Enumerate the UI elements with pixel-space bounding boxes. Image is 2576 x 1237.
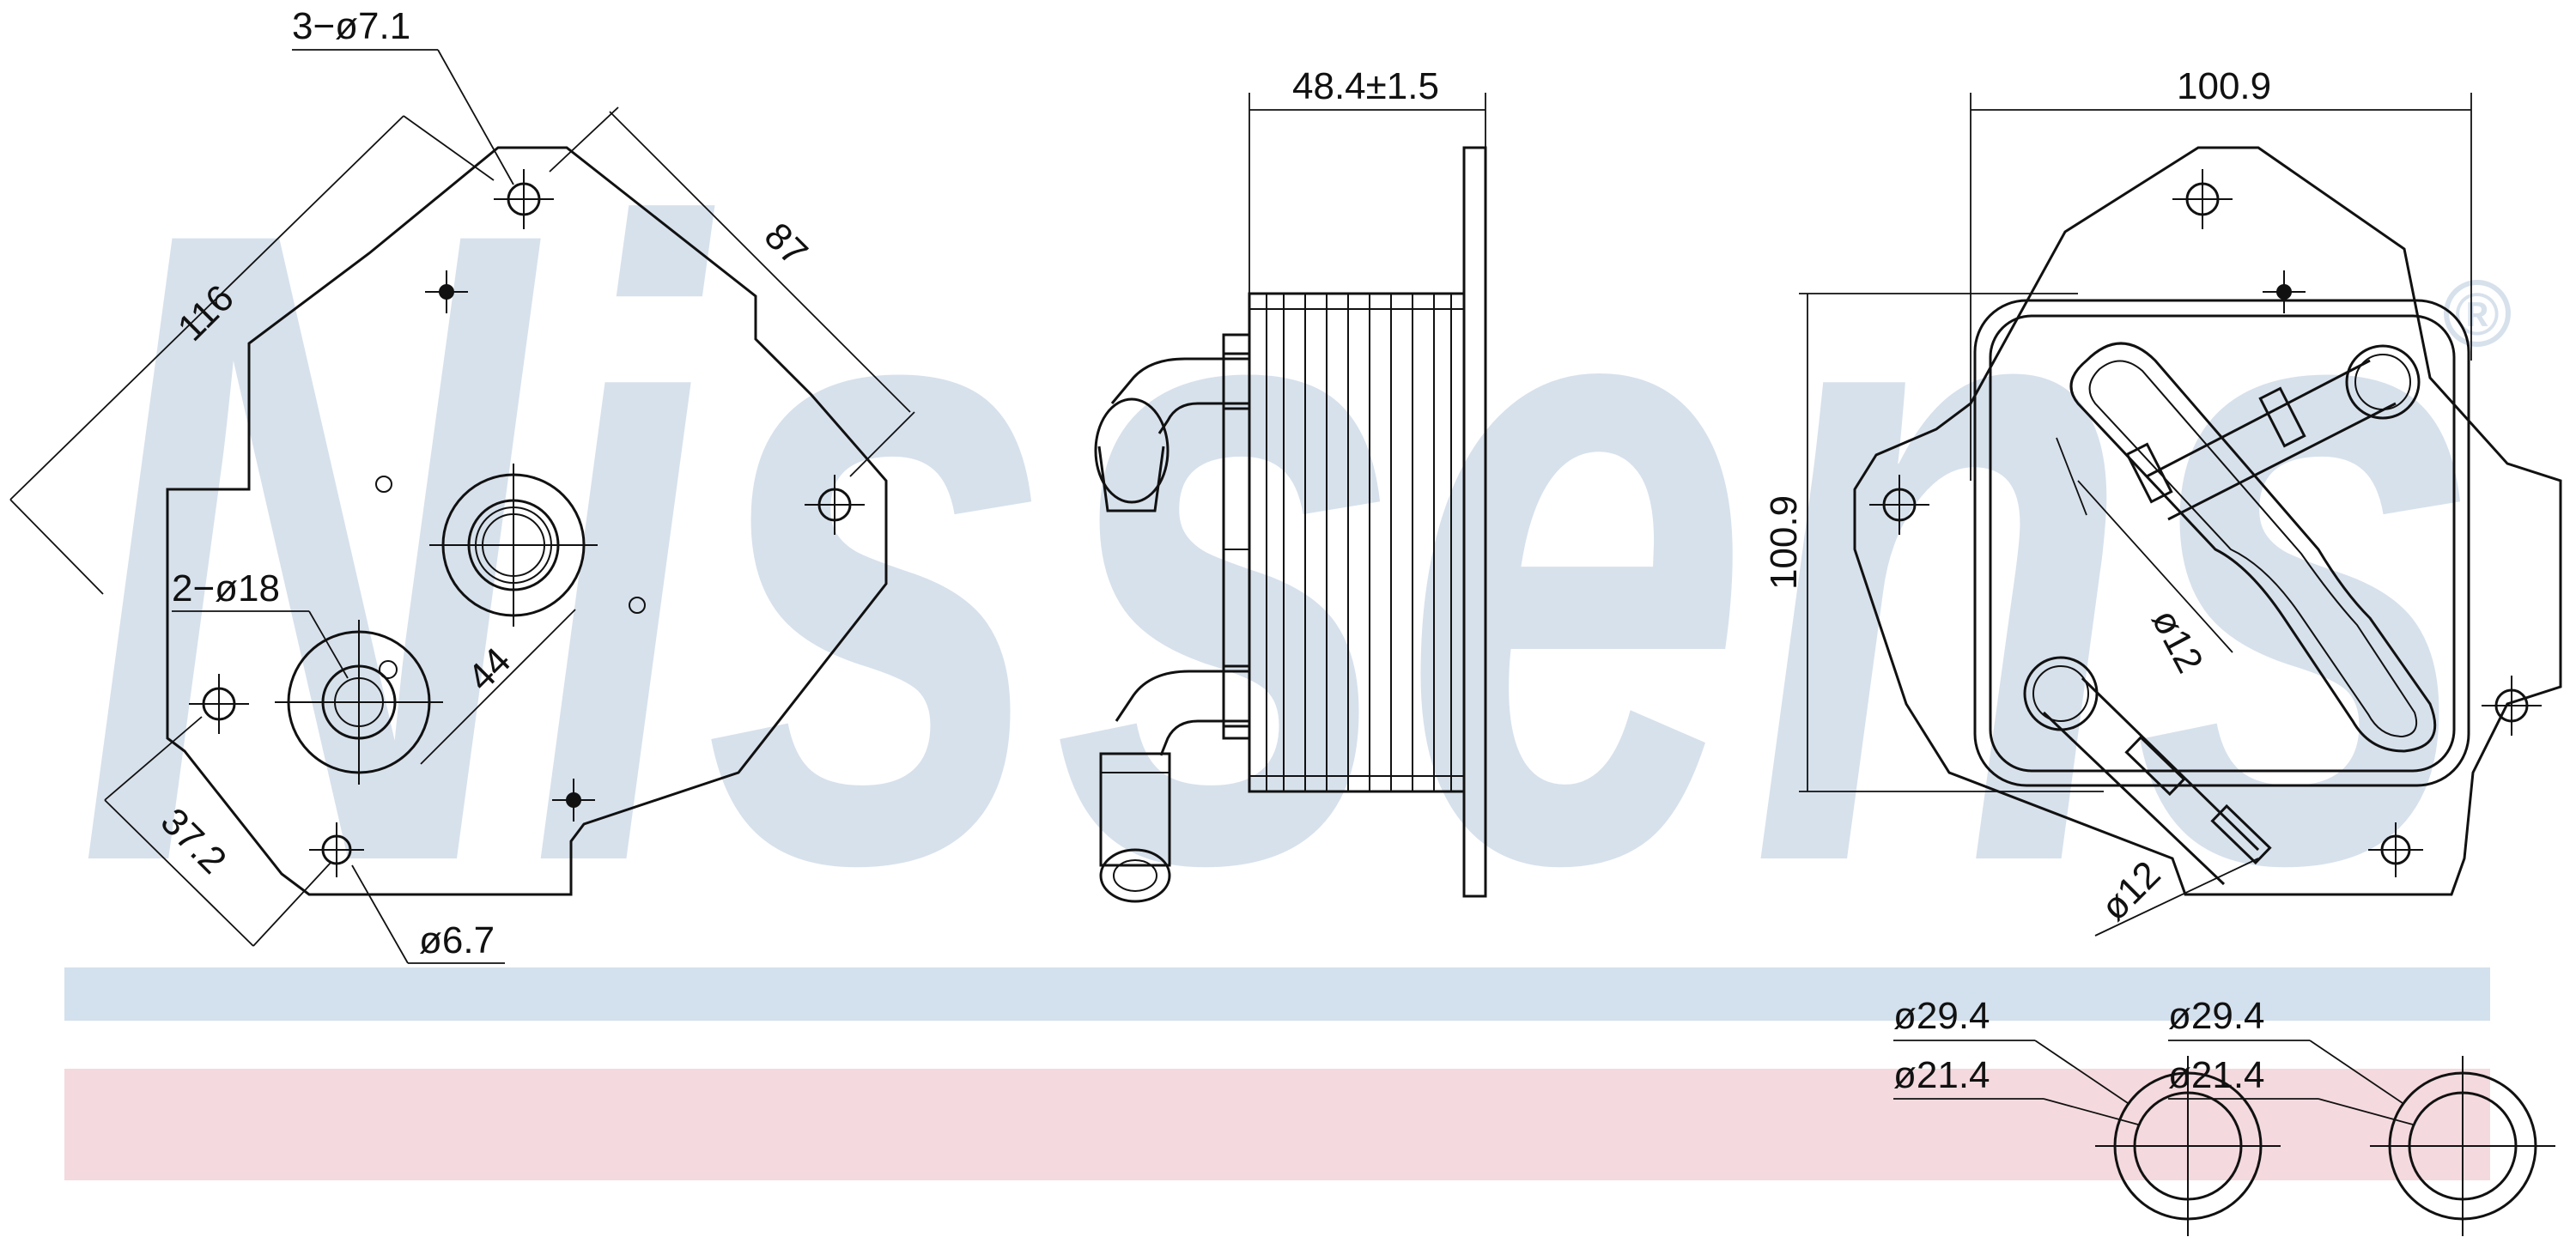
locating-pin-1	[425, 270, 468, 313]
leader-small-hole: ø6.7	[351, 864, 505, 964]
fitting-2: ø29.4 ø21.4	[2168, 995, 2555, 1236]
back-hole-left	[1869, 475, 1929, 535]
width-label: 100.9	[2177, 65, 2271, 107]
side-base	[1222, 333, 1249, 740]
leader-holes: 3−ø7.1	[292, 5, 514, 185]
back-channel	[2069, 342, 2437, 753]
back-core-outer	[1973, 299, 2470, 787]
height-label: 100.9	[1763, 495, 1805, 590]
dim-height: 100.9	[1763, 293, 2104, 792]
small-dot-2	[629, 597, 646, 614]
mount-hole-right	[805, 475, 865, 535]
side-pipe-upper	[1094, 352, 1251, 512]
small-dot-1	[375, 476, 392, 493]
small-hole-bottom	[309, 822, 364, 877]
registered-mark: ®	[2454, 281, 2499, 348]
fitting-1: ø29.4 ø21.4	[1893, 995, 2281, 1236]
band-blue	[64, 967, 2490, 1021]
back-flange	[1853, 146, 2562, 896]
port-lower	[275, 620, 443, 785]
back-hole-bottom	[2368, 822, 2423, 877]
back-hole-top	[2172, 169, 2233, 229]
registered-mark-circle	[2444, 280, 2511, 347]
port-upper	[429, 464, 598, 627]
mount-hole-left	[189, 674, 249, 734]
fitting-2-inner: ø21.4	[2168, 1054, 2265, 1096]
side-pipe-end	[1099, 752, 1171, 867]
back-pipe-lower	[2042, 676, 2272, 886]
ports-label: 2−ø18	[172, 567, 280, 609]
back-channel-inner	[2088, 360, 2418, 738]
leader-ports: 2−ø18	[172, 567, 349, 679]
holes-label: 3−ø7.1	[292, 5, 410, 47]
back-pin	[2263, 270, 2306, 313]
side-pipe-lower	[1099, 664, 1251, 903]
mount-hole-top	[494, 169, 554, 229]
locating-pin-2	[552, 779, 595, 822]
small-hole-label: ø6.7	[419, 919, 495, 961]
side-fins	[1249, 294, 1464, 791]
back-hole-right	[2482, 676, 2542, 736]
dim-depth: 48.4±1.5	[1249, 65, 1486, 294]
fitting-1-outer: ø29.4	[1893, 995, 1990, 1037]
back-pipe-upper	[2125, 359, 2397, 521]
back-core-inner	[1989, 314, 2456, 773]
side-view: 48.4±1.5	[1094, 65, 1487, 903]
depth-label: 48.4±1.5	[1292, 65, 1439, 107]
side-core	[1248, 292, 1466, 793]
front-body-outline	[166, 146, 888, 896]
fitting-2-outer: ø29.4	[2168, 995, 2265, 1037]
band-pink	[64, 1069, 2490, 1180]
fitting-1-inner: ø21.4	[1893, 1054, 1990, 1096]
dim-width: 100.9	[1970, 65, 2472, 481]
